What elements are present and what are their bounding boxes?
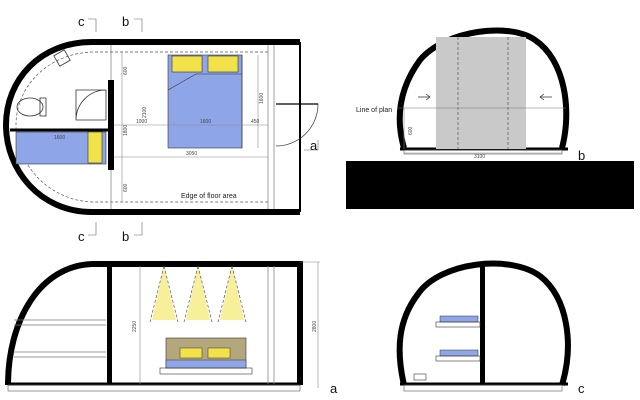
section-marker-right-a bbox=[304, 140, 319, 151]
dim-1800: 1800 bbox=[123, 125, 129, 136]
section-b: Line of plan 600 3100 b bbox=[346, 27, 634, 209]
section-marker-top-c bbox=[88, 18, 97, 32]
section-c-step bbox=[413, 373, 427, 381]
section-b-label: b bbox=[578, 148, 585, 163]
plan-floor-edge bbox=[15, 51, 268, 203]
section-marker-bottom-b bbox=[134, 222, 143, 236]
section-a-dim-2800: 2800 bbox=[312, 321, 318, 332]
arrow-left-icon bbox=[539, 93, 552, 101]
dim-1600-bed: 1600 bbox=[200, 119, 211, 125]
dim-1000: 1000 bbox=[136, 119, 147, 125]
section-marker-bottom-c bbox=[88, 222, 97, 236]
upper-bunk-base bbox=[435, 321, 481, 328]
line-of-plan-label: Line of plan bbox=[356, 107, 392, 114]
section-mark-top-c: c bbox=[78, 14, 85, 29]
section-b-window bbox=[436, 37, 526, 149]
bed-pillow-left bbox=[171, 55, 203, 73]
section-a-label: a bbox=[330, 381, 338, 396]
bed-pillow-right bbox=[207, 55, 239, 73]
bed-duvet-fold bbox=[167, 73, 242, 91]
door-swing bbox=[275, 103, 319, 147]
section-a-partition bbox=[107, 266, 112, 384]
section-c-partition bbox=[480, 262, 485, 384]
dim-2100: 2100 bbox=[142, 107, 148, 118]
dim-3050: 3050 bbox=[186, 151, 197, 157]
elev-mattress bbox=[165, 359, 247, 369]
elev-pillow-1 bbox=[179, 347, 203, 359]
section-a-slab bbox=[7, 384, 301, 392]
spotlight-cone-2 bbox=[186, 266, 210, 320]
section-mark-top-b: b bbox=[122, 14, 129, 29]
spotlight-cone-1 bbox=[152, 266, 176, 320]
section-a-shell bbox=[5, 261, 303, 386]
plan-partition bbox=[108, 80, 114, 170]
plan-outer-wall bbox=[2, 39, 300, 215]
shower-tray bbox=[75, 89, 107, 121]
section-mark-right-a: a bbox=[310, 138, 318, 153]
dim-1600-right: 1600 bbox=[259, 93, 265, 104]
dim-450: 450 bbox=[251, 119, 260, 125]
elev-bed-base bbox=[159, 367, 253, 375]
dim-1600-bunk: 1600 bbox=[54, 135, 65, 141]
section-b-floor-slab bbox=[403, 149, 563, 155]
section-mark-bottom-b: b bbox=[122, 229, 129, 244]
toilet bbox=[16, 97, 44, 117]
section-a: 2250 2800 a bbox=[5, 261, 338, 396]
section-c-shell bbox=[396, 260, 571, 386]
floor-plan: 1600 600 2100 1800 600 1000 1600 450 160… bbox=[2, 14, 319, 244]
section-a-dim-2250: 2250 bbox=[132, 321, 138, 332]
edge-of-floor-label: Edge of floor area bbox=[181, 193, 237, 200]
section-b-dim-3100: 3100 bbox=[474, 154, 485, 160]
arrow-right-icon bbox=[418, 93, 431, 101]
sink bbox=[53, 49, 71, 67]
section-c: c bbox=[396, 260, 585, 396]
upper-bunk-mattress bbox=[439, 315, 479, 323]
dim-600-top: 600 bbox=[123, 66, 129, 75]
ground-block bbox=[346, 161, 634, 209]
lower-bunk-base bbox=[435, 355, 481, 362]
section-c-slab bbox=[403, 384, 563, 392]
section-b-shell bbox=[396, 27, 570, 149]
lower-bunk-mattress bbox=[439, 349, 479, 357]
bunk-pillow bbox=[87, 131, 103, 164]
section-marker-top-b bbox=[134, 18, 143, 32]
section-c-label: c bbox=[578, 381, 585, 396]
elev-pillow-2 bbox=[207, 347, 231, 359]
toilet-cistern bbox=[39, 97, 47, 117]
section-mark-bottom-c: c bbox=[78, 229, 85, 244]
dim-600-bottom: 600 bbox=[123, 183, 129, 192]
spotlight-cone-3 bbox=[220, 266, 244, 320]
section-b-dim-600: 600 bbox=[408, 126, 414, 135]
